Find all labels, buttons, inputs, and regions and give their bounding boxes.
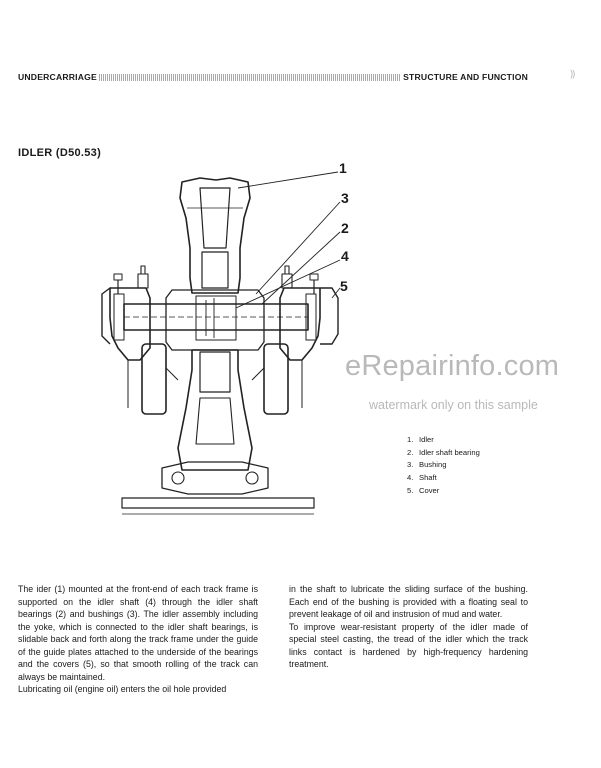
watermark-main: eRepairinfo.com <box>345 350 560 382</box>
section-title: IDLER (D50.53) <box>18 147 102 159</box>
body-paragraph: Lubricating oil (engine oil) enters the … <box>18 684 227 694</box>
body-column-right: in the shaft to lubricate the sliding su… <box>289 583 528 671</box>
callout-1: 1 <box>339 160 347 176</box>
idler-cross-section-figure: 1 3 2 4 5 <box>88 148 388 528</box>
track-plate <box>121 497 315 509</box>
body-paragraph: To improve wear-resistant property of th… <box>289 621 528 670</box>
legend-item: 2.Idler shaft bearing <box>407 447 480 457</box>
body-paragraph: in the shaft to lubricate the sliding su… <box>289 584 528 619</box>
header-section-right: STRUCTURE AND FUNCTION <box>403 72 528 82</box>
body-paragraph: The ider (1) mounted at the front-end of… <box>18 584 258 682</box>
left-bearing <box>109 287 151 361</box>
callout-3: 3 <box>341 190 349 206</box>
page-header: UNDERCARRIAGE STRUCTURE AND FUNCTION <box>18 70 528 84</box>
body-column-left: The ider (1) mounted at the front-end of… <box>18 583 258 696</box>
callout-4: 4 <box>341 248 349 264</box>
header-dotted-fill <box>99 73 402 81</box>
right-bearing <box>279 287 321 361</box>
callout-2: 2 <box>341 220 349 236</box>
legend-item: 1.Idler <box>407 435 434 444</box>
legend-item: 5.Cover <box>407 485 440 495</box>
legend-item: 3.Bushing <box>407 460 447 470</box>
idler-wheel-top <box>179 177 251 294</box>
header-section-left: UNDERCARRIAGE <box>18 72 97 82</box>
yoke-links <box>161 461 269 495</box>
parts-legend: 1.Idler 2.Idler shaft bearing 3.Bushing … <box>407 434 480 497</box>
idler-wheel-bottom <box>177 349 253 471</box>
watermark-sub: watermark only on this sample <box>369 398 538 412</box>
page-corner-mark: ⸩ <box>570 69 576 80</box>
idler-drawing <box>101 171 341 515</box>
cover-right <box>320 287 339 345</box>
callout-5: 5 <box>340 278 348 294</box>
legend-item: 4.Shaft <box>407 473 437 483</box>
